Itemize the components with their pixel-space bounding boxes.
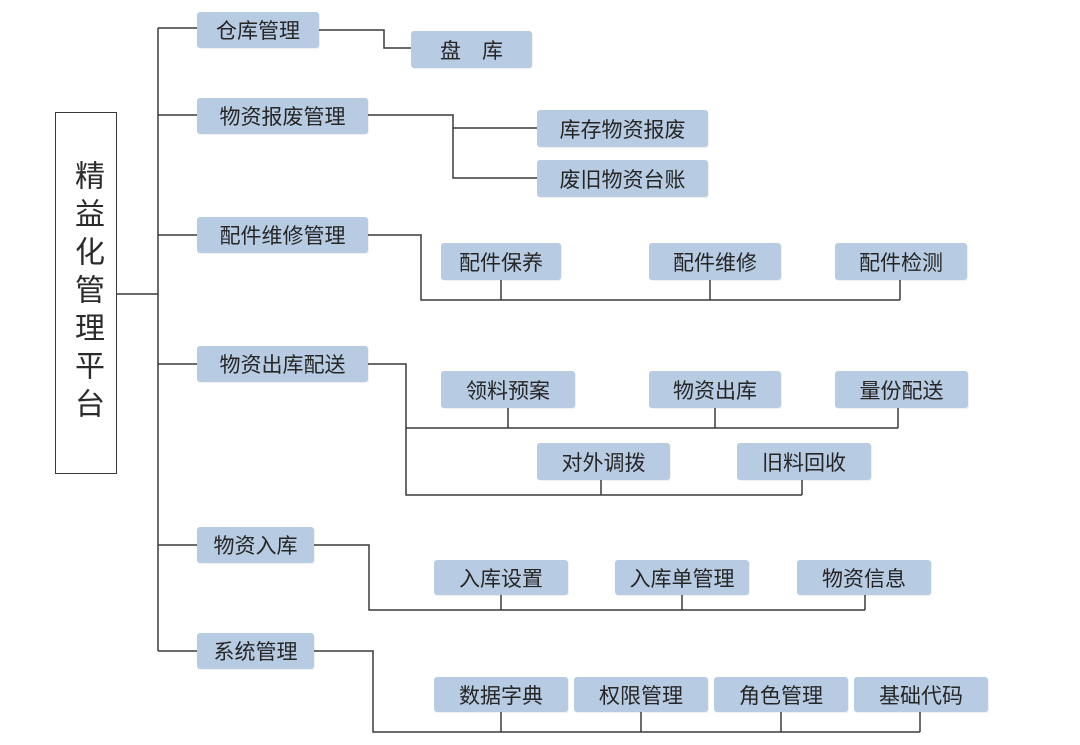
connector-m0	[319, 29, 411, 49]
node-inbound-order-management[interactable]: 入库单管理	[615, 560, 749, 595]
connector-m4	[314, 544, 865, 611]
node-inventory-count[interactable]: 盘 库	[411, 31, 532, 68]
connector-m2	[368, 234, 900, 301]
node-base-code[interactable]: 基础代码	[854, 677, 988, 712]
connector-m5	[314, 650, 920, 733]
node-material-outbound-delivery[interactable]: 物资出库配送	[197, 346, 368, 382]
node-warehouse-management[interactable]: 仓库管理	[197, 12, 319, 48]
connector-m1	[368, 114, 537, 129]
node-material-requisition-plan[interactable]: 领料预案	[441, 371, 575, 408]
node-parts-maintenance[interactable]: 配件保养	[441, 243, 561, 280]
node-scrap-material-ledger[interactable]: 废旧物资台账	[537, 160, 708, 197]
node-quantity-delivery[interactable]: 量份配送	[835, 371, 968, 408]
connector-m3	[368, 363, 802, 496]
node-data-dictionary[interactable]: 数据字典	[434, 677, 568, 712]
node-old-material-recycling[interactable]: 旧料回收	[737, 443, 871, 480]
node-material-inbound[interactable]: 物资入库	[197, 527, 314, 563]
node-parts-repair[interactable]: 配件维修	[649, 243, 781, 280]
node-material-scrap-management[interactable]: 物资报废管理	[197, 98, 368, 134]
node-material-outbound[interactable]: 物资出库	[649, 371, 781, 408]
connector-m1b	[452, 128, 537, 179]
node-stock-material-scrap[interactable]: 库存物资报废	[537, 110, 708, 147]
node-role-management[interactable]: 角色管理	[714, 677, 848, 712]
root-label: 精益化管理平台	[69, 160, 104, 426]
node-parts-repair-management[interactable]: 配件维修管理	[197, 217, 368, 253]
node-parts-inspection[interactable]: 配件检测	[835, 243, 967, 280]
node-material-info[interactable]: 物资信息	[797, 560, 931, 595]
node-external-transfer[interactable]: 对外调拨	[537, 443, 670, 480]
root-node: 精益化管理平台	[55, 112, 117, 474]
node-permission-management[interactable]: 权限管理	[574, 677, 708, 712]
node-inbound-settings[interactable]: 入库设置	[434, 560, 568, 595]
node-system-management[interactable]: 系统管理	[197, 633, 314, 669]
